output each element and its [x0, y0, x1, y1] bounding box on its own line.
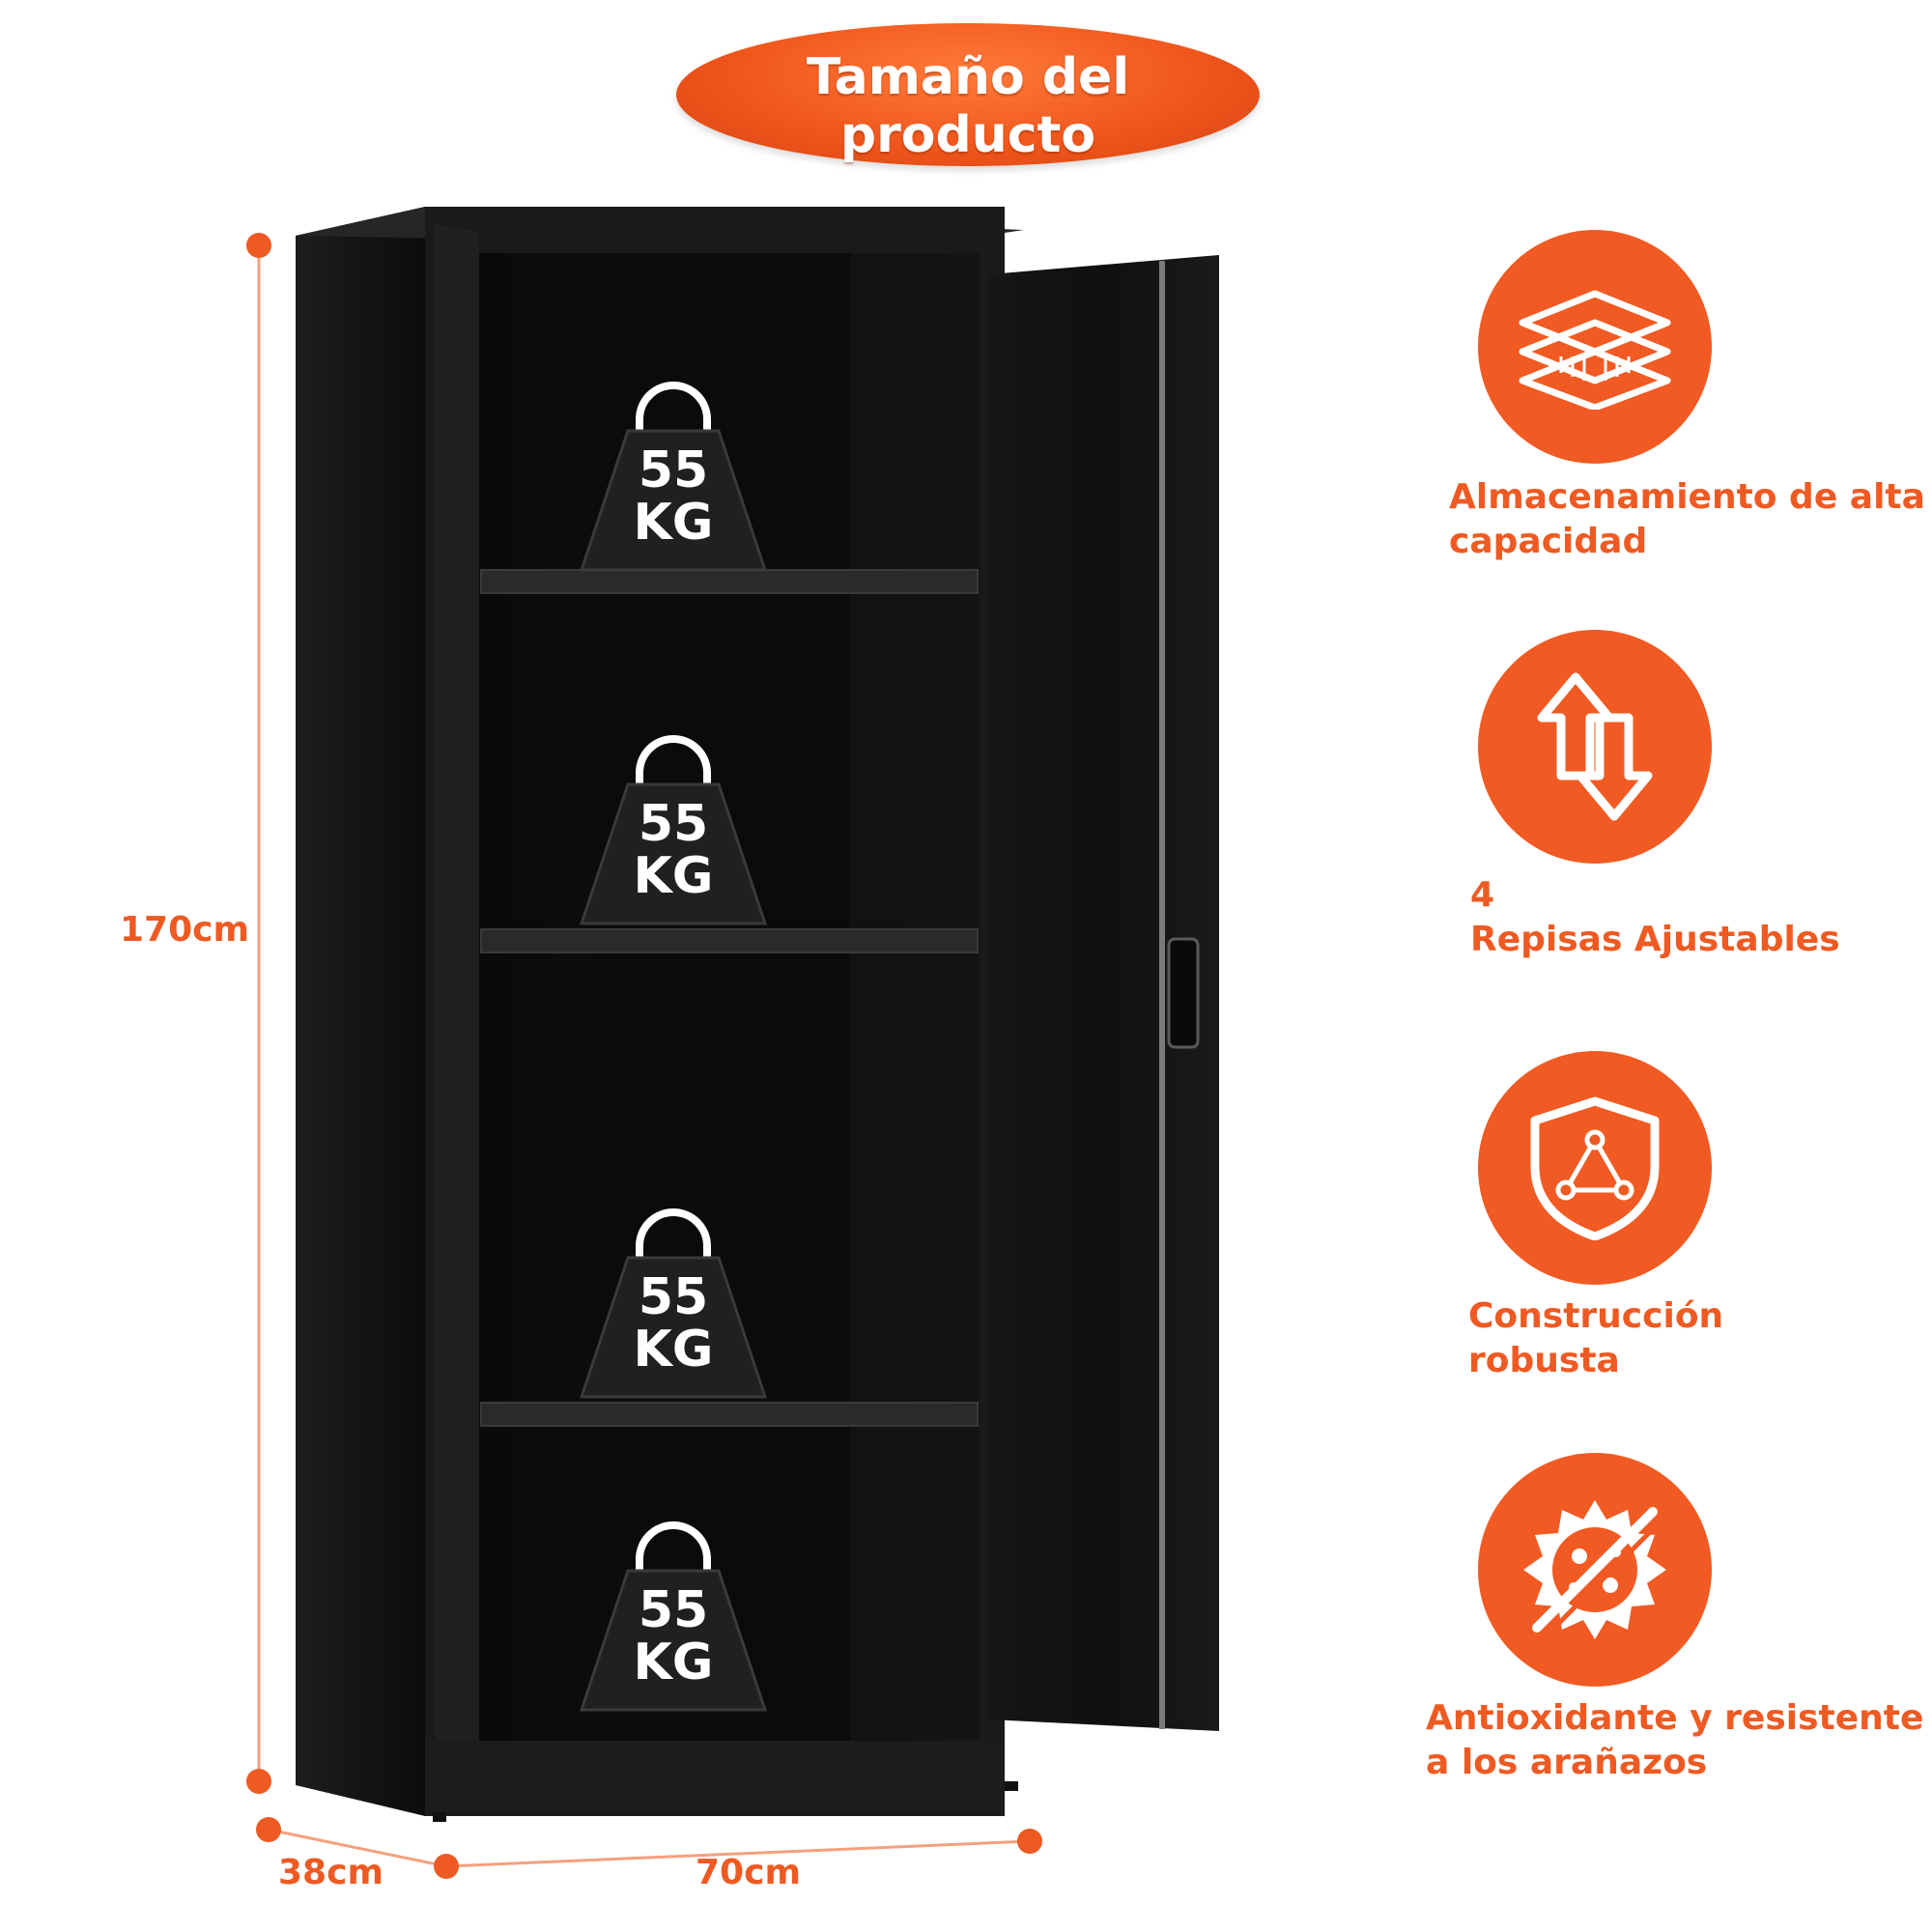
- feature-1-line-1: Almacenamiento de alta: [1449, 477, 1925, 517]
- weight-icon: [579, 382, 768, 572]
- door-rod: [1159, 261, 1165, 1729]
- shield-icon: [1530, 1096, 1660, 1240]
- shelf-3: [480, 1402, 979, 1427]
- feature-1-line-2: capacidad: [1449, 522, 1648, 561]
- corner-dot: [434, 1854, 459, 1879]
- height-label: 170cm: [120, 910, 249, 950]
- title-badge: [676, 23, 1260, 166]
- width-line: [445, 1839, 1031, 1868]
- height-bottom-dot: [246, 1769, 271, 1794]
- layers-icon: [1519, 290, 1671, 410]
- weight-unit: KG: [633, 847, 714, 905]
- title-line-1: Tamaño del: [806, 48, 1130, 106]
- title-line-2: producto: [839, 106, 1096, 164]
- weight-value: 55: [638, 1268, 709, 1326]
- feature-4-circle: [1478, 1453, 1712, 1687]
- cabinet-side-panel: [296, 207, 425, 1816]
- feature-2-line-2: Repisas Ajustables: [1470, 920, 1840, 959]
- shelf-weight-4: 55 KG: [572, 1520, 775, 1714]
- door-handle: [1167, 937, 1200, 1049]
- weight-value: 55: [638, 441, 709, 499]
- foot-right: [1005, 1781, 1018, 1791]
- weight-unit: KG: [633, 1321, 714, 1378]
- width-label: 70cm: [696, 1853, 801, 1892]
- weight-value: 55: [638, 795, 709, 853]
- shelf-weight-2: 55 KG: [572, 734, 775, 927]
- feature-4-line-2: a los arañazos: [1426, 1743, 1708, 1782]
- feature-4-line-1: Antioxidante y resistente: [1426, 1698, 1924, 1738]
- weight-unit: KG: [633, 1634, 714, 1691]
- page-title: Tamaño del producto: [676, 48, 1260, 164]
- feature-1-text: Almacenamiento de alta capacidad: [1449, 475, 1925, 564]
- feature-3-text: Construcción robusta: [1468, 1294, 1723, 1383]
- feature-3-circle: [1478, 1051, 1712, 1285]
- shelf-2: [480, 928, 979, 953]
- feature-2-circle: [1478, 630, 1712, 864]
- weight-icon: [579, 1521, 768, 1712]
- feature-1-circle: [1478, 230, 1712, 464]
- weight-value: 55: [638, 1581, 709, 1639]
- feature-2-line-1: 4: [1470, 875, 1495, 915]
- depth-left-dot: [256, 1817, 281, 1842]
- foot-left: [433, 1812, 446, 1822]
- cabinet-base: [425, 1741, 1005, 1816]
- shelf-weight-3: 55 KG: [572, 1208, 775, 1401]
- feature-2-text: 4 Repisas Ajustables: [1470, 873, 1840, 962]
- anti-rust-gear-icon: [1523, 1500, 1666, 1639]
- height-top-dot: [246, 233, 271, 258]
- weight-icon: [579, 735, 768, 925]
- weight-unit: KG: [633, 494, 714, 552]
- feature-4-text: Antioxidante y resistente a los arañazos: [1426, 1696, 1923, 1785]
- feature-3-line-2: robusta: [1468, 1341, 1620, 1380]
- feature-3-line-1: Construcción: [1468, 1296, 1724, 1336]
- shelf-weight-1: 55 KG: [572, 381, 775, 574]
- width-right-dot: [1017, 1829, 1042, 1854]
- left-door: [435, 224, 479, 1752]
- up-down-arrows-icon: [1537, 672, 1653, 821]
- weight-icon: [579, 1208, 768, 1399]
- depth-line: [268, 1828, 447, 1868]
- depth-label: 38cm: [278, 1853, 384, 1892]
